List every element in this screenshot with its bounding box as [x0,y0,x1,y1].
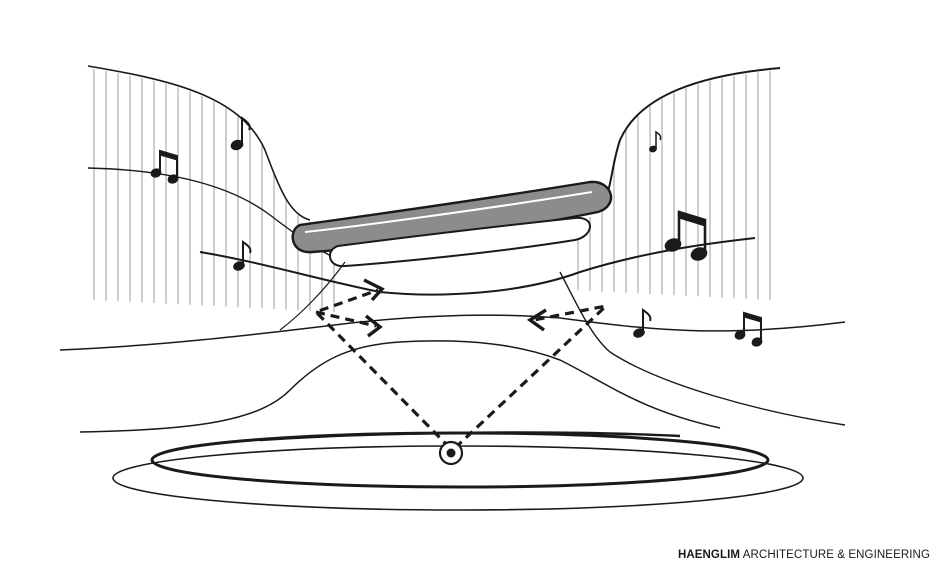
reflection-path-left-lower [315,310,377,328]
music-notes [150,116,763,347]
reflection-path-right [453,303,612,450]
ceiling-reflector-inner [329,216,591,268]
arrowhead-lower-left [364,314,383,338]
reflection-arrowheads [363,278,547,338]
music-note-icon [633,308,652,338]
music-note-icon [233,240,252,271]
beamed-notes-icon [664,210,708,261]
reflection-paths [313,288,612,450]
ceiling-reflector-outer [291,180,613,254]
right-wall-profile [599,67,781,206]
music-note-icon [649,130,662,153]
right-wall-hatching [577,70,771,300]
sound-source-icon [438,440,464,466]
middle-tier-line [59,314,846,351]
left-wall-profile [87,65,311,221]
right-tier-line [559,271,846,426]
arrowhead-right [526,308,547,332]
reflection-path-left [313,288,452,450]
left-wall-hatching [93,68,335,312]
music-note-icon [230,116,251,151]
ceiling-reflector-highlight [304,191,593,233]
firm-discipline: ARCHITECTURE & ENGINEERING [740,549,930,561]
beamed-notes-icon [734,311,763,347]
left-tier-line [279,261,346,331]
firm-name: HAENGLIM [677,549,741,561]
beamed-notes-icon [150,149,179,184]
stage-mound-line [79,340,721,433]
arrowhead-upper-left [363,278,385,302]
firm-credit: HAENGLIM ARCHITECTURE & ENGINEERING [678,549,930,561]
